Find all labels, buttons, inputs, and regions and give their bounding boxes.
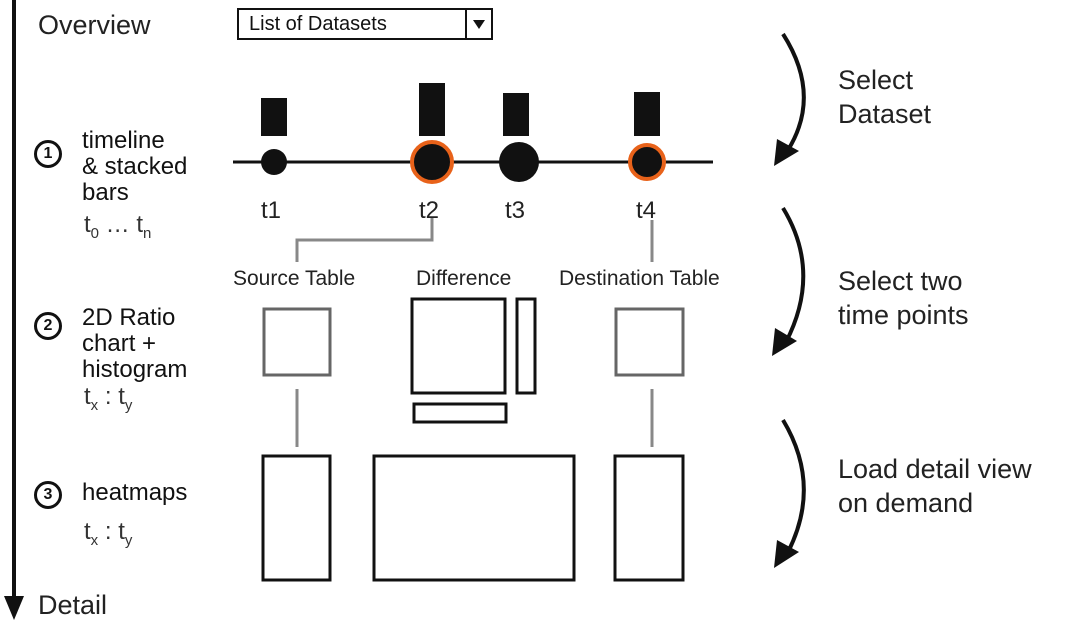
step-1-badge: 1 — [34, 140, 62, 168]
timeline-point-t3 — [499, 142, 539, 182]
action-arrow-3 — [781, 418, 806, 553]
step-3-title: heatmaps — [82, 479, 188, 506]
difference-histogram-horizontal — [412, 402, 508, 424]
stacked-bar-t2 — [419, 83, 445, 136]
dataset-dropdown[interactable]: List of Datasets — [237, 8, 493, 40]
timeline-label-t2: t2 — [419, 197, 440, 224]
axis-arrowhead — [4, 596, 24, 620]
action-arrow-1 — [781, 32, 806, 152]
step-3-badge: 3 — [34, 481, 62, 509]
action-arrow-2-head — [772, 328, 797, 356]
destination-table-label: Destination Table — [559, 267, 720, 290]
action-arrow-1-head — [774, 139, 799, 166]
action-load-detail-view: Load detail view on demand — [838, 454, 1032, 518]
step-3-param: tx : ty — [84, 518, 133, 549]
stacked-bar-t4 — [634, 92, 660, 136]
destination-ratio-chart — [614, 307, 685, 377]
difference-heatmap — [372, 454, 576, 582]
action-select-dataset: Select Dataset — [838, 65, 932, 129]
step-2-title: 2D Ratio chart + histogram — [82, 304, 188, 383]
action-arrow-2 — [781, 206, 806, 343]
action-arrow-3-head — [774, 540, 799, 568]
source-ratio-chart — [262, 307, 332, 377]
timeline-point-t1 — [261, 149, 287, 175]
difference-histogram-vertical — [515, 297, 537, 395]
timeline-label-t1: t1 — [261, 197, 282, 224]
dropdown-selected-value: List of Datasets — [249, 13, 387, 35]
stacked-bar-t3 — [503, 93, 529, 136]
timeline-point-t4 — [628, 143, 666, 181]
step-2-badge: 2 — [34, 312, 62, 340]
step-1-title: timeline & stacked bars — [82, 127, 188, 206]
difference-ratio-chart — [410, 297, 507, 395]
timeline-point-t2 — [410, 140, 454, 184]
detail-label: Detail — [38, 590, 108, 620]
connector-t2-source — [295, 218, 434, 262]
timeline-label-t4: t4 — [636, 197, 657, 224]
step-1-param: t0 … tn — [84, 211, 152, 242]
difference-label: Difference — [416, 267, 512, 290]
source-table-label: Source Table — [233, 267, 356, 290]
action-select-time-points: Select two time points — [838, 266, 969, 330]
stacked-bar-t1 — [261, 98, 287, 136]
source-heatmap — [261, 454, 332, 582]
caret-down-icon[interactable] — [465, 10, 491, 38]
overview-label: Overview — [38, 10, 151, 40]
destination-heatmap — [613, 454, 685, 582]
timeline-label-t3: t3 — [505, 197, 526, 224]
step-2-param: tx : ty — [84, 383, 133, 414]
